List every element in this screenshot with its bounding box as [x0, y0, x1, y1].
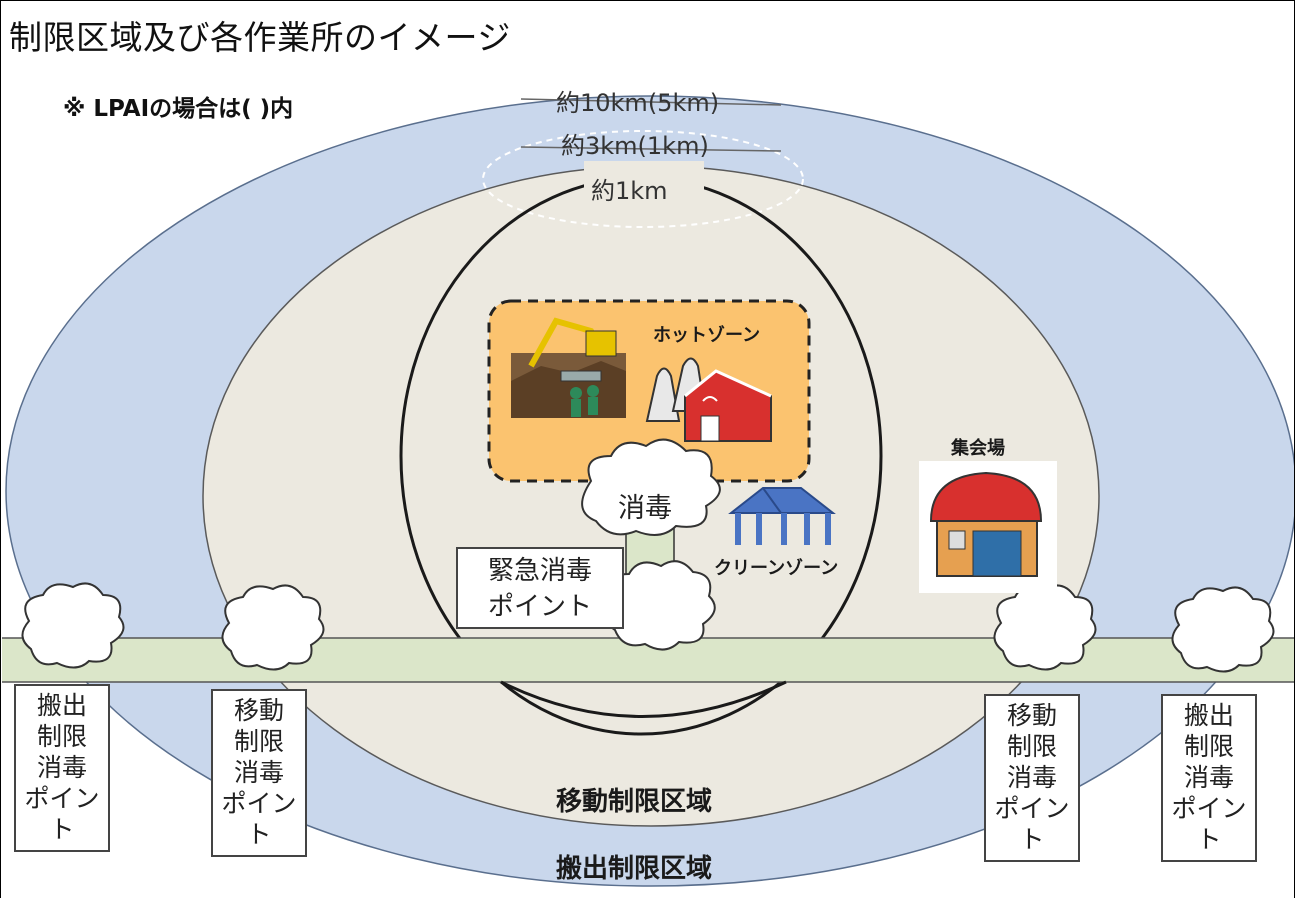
emergency-point-line1: 緊急消毒 — [487, 556, 592, 586]
checkpoint-line1: 搬出 — [1183, 701, 1234, 730]
checkpoint-line2: 制限 — [1006, 732, 1057, 761]
checkpoint-line2: 制限 — [36, 722, 87, 751]
checkpoint-box-movement-right: 移動 制限 消毒 ポイント — [984, 694, 1080, 862]
page-title: 制限区域及び各作業所のイメージ — [9, 18, 511, 57]
checkpoint-cloud-4 — [1171, 586, 1275, 673]
checkpoint-line1: 移動 — [233, 696, 284, 725]
excavation-scene-illustration — [511, 317, 626, 418]
disinfection-label: 消毒 — [618, 493, 672, 524]
checkpoint-line4: ポイント — [221, 789, 297, 849]
inner-ring-lower-arc — [500, 680, 787, 718]
clean-zone-building-icon — [728, 487, 836, 545]
emergency-disinfection-point: 緊急消毒 ポイント — [456, 547, 624, 629]
outer-ring-label: 約10km(5km) — [556, 89, 720, 117]
assembly-hall-label: 集会場 — [951, 438, 1005, 459]
middle-ring-label: 約3km(1km) — [561, 132, 709, 160]
checkpoint-box-export-right: 搬出 制限 消毒 ポイント — [1161, 694, 1257, 862]
assembly-hall-illustration — [919, 461, 1057, 593]
clean-zone-label: クリーンゾーン — [714, 558, 839, 579]
hot-zone-label: ホットゾーン — [653, 325, 761, 346]
disinfection-cloud-emergency — [604, 560, 716, 651]
emergency-point-line2: ポイント — [487, 592, 592, 622]
checkpoint-line3: 消毒 — [233, 758, 284, 787]
middle-ring-edge-line — [520, 146, 782, 152]
checkpoint-cloud-1 — [21, 582, 125, 669]
checkpoint-line1: 移動 — [1006, 701, 1057, 730]
inner-ring-label-gap — [584, 161, 704, 201]
checkpoint-box-export-left: 搬出 制限 消毒 ポイント — [14, 684, 110, 852]
movement-restricted-area-label: 移動制限区域 — [556, 787, 713, 817]
checkpoint-box-movement-left: 移動 制限 消毒 ポイント — [211, 689, 307, 857]
inner-ring-label: 約1km — [591, 177, 668, 205]
checkpoint-line4: ポイント — [994, 794, 1070, 854]
checkpoint-line3: 消毒 — [1006, 763, 1057, 792]
checkpoint-line3: 消毒 — [1183, 763, 1234, 792]
checkpoint-line4: ポイント — [24, 784, 100, 844]
outer-ring-edge-line — [520, 98, 782, 106]
checkpoint-line2: 制限 — [233, 727, 284, 756]
lpai-note: ※ LPAIの場合は( )内 — [63, 96, 294, 122]
checkpoint-cloud-2 — [221, 584, 325, 671]
checkpoint-line2: 制限 — [1183, 732, 1234, 761]
disinfection-cloud-hot — [581, 438, 721, 536]
label-dashed-ellipse — [482, 130, 804, 228]
export-restricted-area-label: 搬出制限区域 — [556, 854, 713, 884]
checkpoint-line3: 消毒 — [36, 753, 87, 782]
farm-barn-illustration — [645, 357, 772, 442]
checkpoint-cloud-3 — [993, 584, 1097, 671]
checkpoint-line1: 搬出 — [36, 691, 87, 720]
checkpoint-line4: ポイント — [1171, 794, 1247, 854]
